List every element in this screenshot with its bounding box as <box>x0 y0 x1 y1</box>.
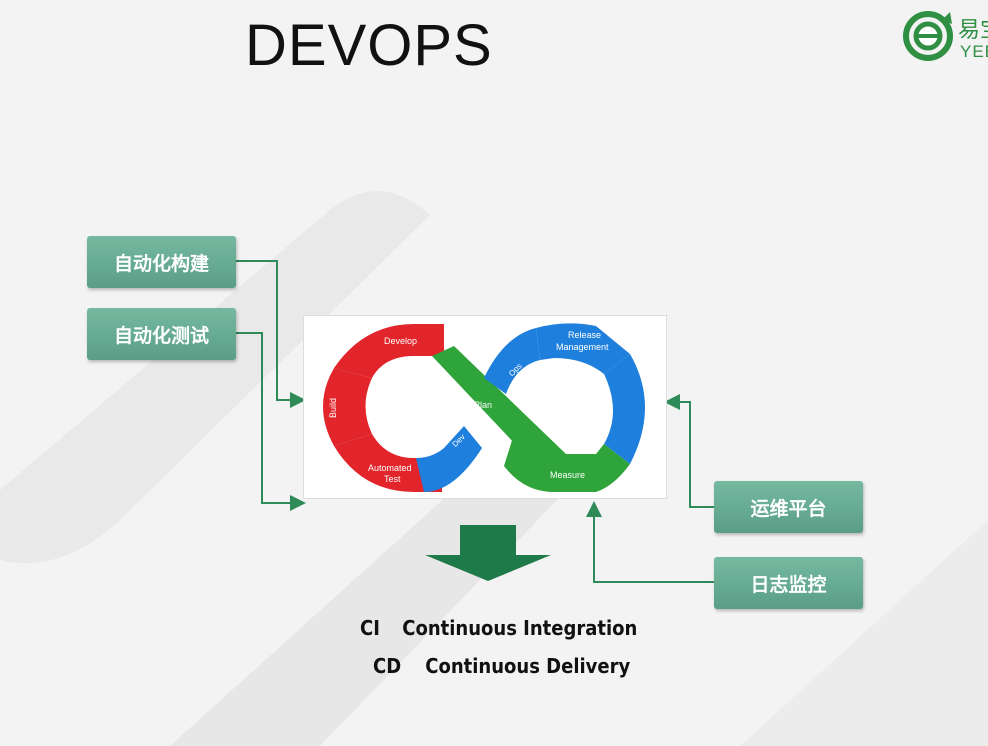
logo-text-cn: 易宝 <box>958 18 988 43</box>
segment-release <box>536 323 630 374</box>
label-build: Build <box>328 398 338 418</box>
label-release-line2: Management <box>556 342 609 352</box>
segment-ops <box>484 328 540 394</box>
segment-automated-test <box>334 434 442 492</box>
segment-develop <box>334 324 444 378</box>
infinity-loop: Develop Build Automated Test Dev Plan Op… <box>323 323 658 492</box>
cd-text: Continuous Delivery <box>425 654 631 678</box>
connector-ops-platform <box>664 394 714 508</box>
label-automated-test-line1: Automated <box>368 463 412 473</box>
slide-title: DEVOPS <box>245 13 493 78</box>
segment-measure <box>504 434 596 492</box>
box-auto-test: 自动化测试 <box>87 308 236 360</box>
cd-line: CD Continuous Delivery <box>373 654 673 678</box>
connector-build <box>236 260 306 408</box>
box-log-monitor-label: 日志监控 <box>750 573 827 596</box>
company-logo: 易宝 YEEPAY <box>900 10 988 66</box>
cd-abbr: CD <box>373 654 402 678</box>
box-log-monitor: 日志监控 <box>714 557 863 609</box>
label-operate: Operate <box>648 408 658 441</box>
connector-log-monitor <box>586 501 714 583</box>
ci-text: Continuous Integration <box>402 616 638 640</box>
devops-infinity-diagram: Develop Build Automated Test Dev Plan Op… <box>303 315 667 499</box>
label-release-line1: Release <box>568 330 601 340</box>
logo-text-en: YEEPAY <box>960 42 988 61</box>
box-auto-build: 自动化构建 <box>87 236 236 288</box>
down-arrow-icon <box>425 525 551 581</box>
box-ops-platform-label: 运维平台 <box>750 497 827 520</box>
label-develop: Develop <box>384 336 417 346</box>
e-circle-logo-icon <box>903 11 953 61</box>
box-auto-build-label: 自动化构建 <box>113 252 209 275</box>
label-plan: Plan <box>474 400 492 410</box>
segment-measure-tail <box>596 444 630 492</box>
box-ops-platform: 运维平台 <box>714 481 863 533</box>
ci-line: CI Continuous Integration <box>360 616 660 640</box>
label-automated-test-line2: Test <box>384 474 401 484</box>
ci-abbr: CI <box>360 616 380 640</box>
connector-test <box>236 332 306 511</box>
segment-dev <box>416 426 482 492</box>
segment-plan <box>432 346 566 464</box>
box-auto-test-label: 自动化测试 <box>113 324 209 347</box>
label-measure: Measure <box>550 470 585 480</box>
segment-build <box>323 368 372 446</box>
segment-operate <box>604 354 645 464</box>
